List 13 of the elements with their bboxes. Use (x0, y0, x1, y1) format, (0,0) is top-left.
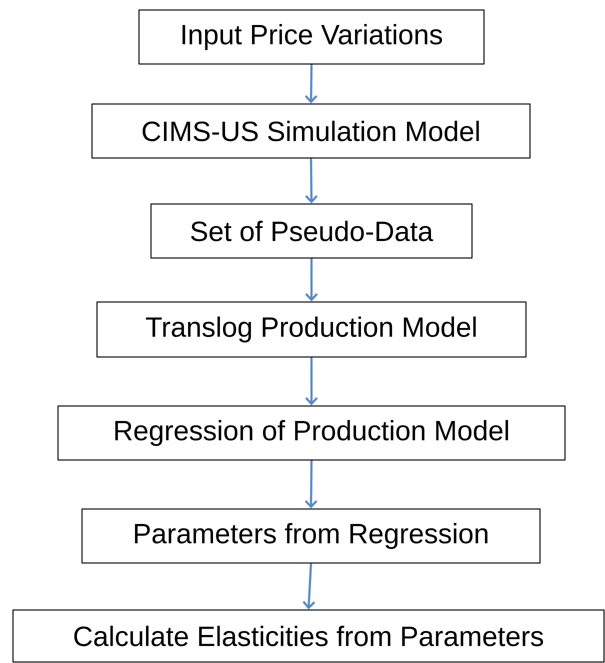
arrow (302, 563, 316, 610)
process-box: Set of Pseudo-Data (150, 204, 472, 258)
arrow (304, 64, 318, 104)
process-box: Calculate Elasticities from Parameters (12, 610, 604, 662)
process-box: Parameters from Regression (82, 508, 540, 564)
arrow (305, 258, 318, 302)
process-box: Regression of Production Model (58, 406, 566, 460)
process-box: Translog Production Model (96, 302, 526, 358)
process-box: Input Price Variations (138, 10, 484, 64)
arrow (304, 460, 318, 508)
arrow (305, 358, 318, 406)
process-box: CIMS-US Simulation Model (92, 104, 530, 158)
arrow (305, 158, 318, 204)
